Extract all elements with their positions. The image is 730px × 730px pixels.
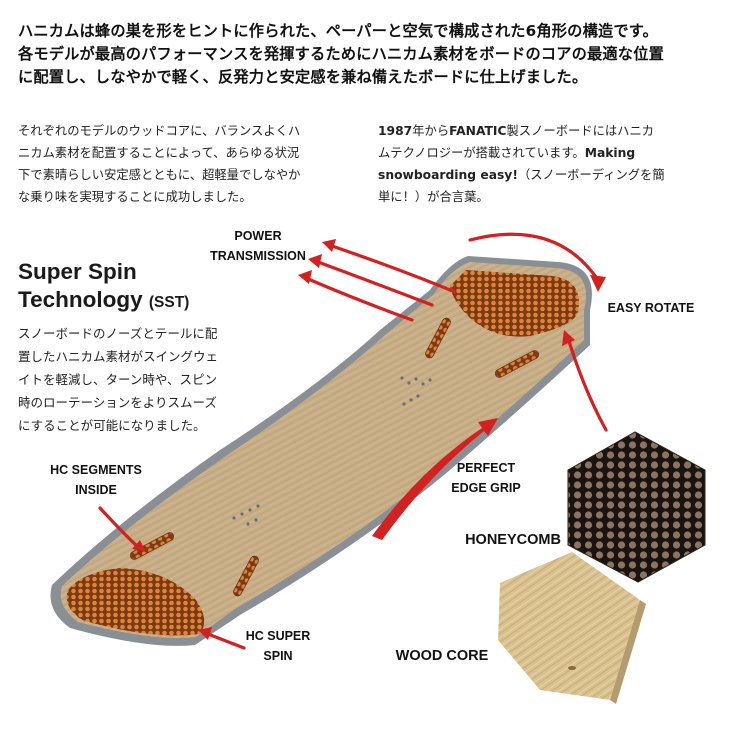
text-fragment: （スノーボーディングを簡 xyxy=(517,168,665,182)
intro-line: に配置し、しなやかで軽く、反発力と安定感を兼ね備えたボードに仕上げました。 xyxy=(18,68,588,86)
insert-hole xyxy=(409,398,413,402)
wood-core-label: WOOD CORE xyxy=(384,646,500,666)
power-arrow xyxy=(316,260,434,307)
sst-description: スノーボードのノーズとテールに配 置したハニカム素材がスイングウェ イトを軽減し… xyxy=(18,322,218,437)
paragraph-line: 単に！）が合言葉。 xyxy=(378,190,489,204)
arrow-head xyxy=(308,254,322,268)
power-arrow xyxy=(304,276,414,322)
label-line: WOOD CORE xyxy=(395,648,489,664)
arrow-head xyxy=(562,330,575,346)
label-line: POWER xyxy=(234,229,282,243)
arrow-head xyxy=(322,239,336,252)
sst-desc-line: 時のローテーションをよりスムーズ xyxy=(18,395,217,410)
sst-title-line: Technology (SST) xyxy=(18,286,189,317)
easy-rotate-label: EASY ROTATE xyxy=(596,298,706,318)
intro-line: ハニカムは蜂の巣を形をヒントに作られた、ペーパーと空気で構成された6角形の構造で… xyxy=(18,22,658,40)
sst-desc-line: イトを軽減し、ターン時や、スピン xyxy=(18,372,218,387)
arrow-head xyxy=(132,540,146,552)
wood-core-paragraph: それぞれのモデルのウッドコアに、バランスよくハ ニカム素材を配置することによって… xyxy=(18,120,300,208)
sst-title: Super Spin Technology (SST) xyxy=(18,258,189,317)
paragraph-line: な乗り味を実現することに成功しました。 xyxy=(18,190,252,204)
label-line: INSIDE xyxy=(75,483,117,497)
paragraph-line: それぞれのモデルのウッドコアに、バランスよくハ xyxy=(18,124,301,138)
year-text: 1987 xyxy=(378,124,413,138)
sst-desc-line: にすることが可能になりました。 xyxy=(18,418,206,433)
sst-desc-line: スノーボードのノーズとテールに配 xyxy=(18,326,218,341)
hc-segment xyxy=(425,317,451,359)
text-fragment: 製スノーボードにはハニカ xyxy=(506,124,655,138)
label-line: HC SUPER xyxy=(245,629,311,643)
paragraph-line: ムテクノロジーが搭載されています。Making xyxy=(378,142,665,164)
nose-honeycomb xyxy=(450,270,579,337)
honeycomb-label: HONEYCOMB xyxy=(458,530,568,550)
perfect-edge-grip-label: PERFECT EDGE GRIP xyxy=(438,458,534,498)
honeycomb-sample xyxy=(567,431,706,583)
sst-desc-line: 置したハニカム素材がスイングウェ xyxy=(18,349,219,364)
intro-text: ハニカムは蜂の巣を形をヒントに作られた、ペーパーと空気で構成された6角形の構造で… xyxy=(18,20,718,89)
label-line: PERFECT xyxy=(456,461,516,475)
label-line: HC SEGMENTS xyxy=(50,463,142,477)
insert-hole xyxy=(414,377,418,381)
hc-segment xyxy=(494,350,540,378)
insert-hole xyxy=(416,394,420,398)
slogan-text: snowboarding easy! xyxy=(378,168,518,182)
arrow-head xyxy=(298,270,312,284)
insert-hole xyxy=(232,516,236,520)
insert-hole xyxy=(248,508,252,512)
slogan-text: Making xyxy=(584,146,636,160)
brand-text: FANATIC xyxy=(449,124,507,138)
label-line: EASY ROTATE xyxy=(607,301,695,315)
power-arrow xyxy=(330,244,457,294)
sst-title-line: Super Spin xyxy=(18,259,137,284)
paragraph-line: snowboarding easy!（スノーボーディングを簡 xyxy=(378,164,665,186)
power-transmission-label: POWER TRANSMISSION xyxy=(196,226,320,266)
label-line: TRANSMISSION xyxy=(210,249,306,263)
board-wood-core xyxy=(60,262,587,638)
label-line: EDGE GRIP xyxy=(451,481,521,495)
hc-segment xyxy=(129,532,175,560)
hc-super-spin-label: HC SUPER SPIN xyxy=(228,626,328,666)
wood-knot xyxy=(568,666,576,670)
wood-core-sample-side xyxy=(610,600,646,704)
arrow-head xyxy=(198,627,212,640)
hc-segment xyxy=(233,555,259,597)
insert-hole xyxy=(428,378,432,382)
easy-rotate-arrow xyxy=(468,232,600,282)
insert-hole xyxy=(407,381,411,385)
text-fragment: ムテクノロジーが搭載されています。 xyxy=(378,146,585,160)
insert-hole xyxy=(256,504,260,508)
insert-hole xyxy=(246,522,250,526)
arrow-head xyxy=(590,275,606,292)
paragraph-line: 1987年からFANATIC製スノーボードにはハニカ xyxy=(378,120,665,142)
insert-hole xyxy=(240,512,244,516)
insert-hole xyxy=(421,382,425,386)
sst-title-word: Technology xyxy=(18,287,143,312)
edge-grip-arrow xyxy=(372,418,498,540)
text-fragment: 年から xyxy=(412,124,450,138)
hc-super-spin-pointer-arrow xyxy=(206,632,246,650)
label-line: HONEYCOMB xyxy=(465,532,561,548)
label-line: SPIN xyxy=(263,649,293,663)
honeycomb-pointer-arrow xyxy=(566,336,608,432)
paragraph-line: 下で素晴らしい安定感とともに、超軽量でしなやか xyxy=(18,168,301,182)
insert-hole xyxy=(402,402,406,406)
history-paragraph: 1987年からFANATIC製スノーボードにはハニカ ムテクノロジーが搭載されて… xyxy=(378,120,665,208)
wood-core-sample xyxy=(498,552,640,700)
insert-hole xyxy=(400,376,404,380)
paragraph-line: ニカム素材を配置することによって、あらゆる状況 xyxy=(18,146,300,160)
tail-honeycomb xyxy=(66,568,205,636)
insert-hole xyxy=(254,518,258,522)
sst-title-suffix: (SST) xyxy=(148,294,190,311)
intro-line: 各モデルが最高のパフォーマンスを発揮するためにハニカム素材をボードのコアの最適な… xyxy=(18,45,664,63)
hc-segments-label: HC SEGMENTS INSIDE xyxy=(36,460,156,500)
